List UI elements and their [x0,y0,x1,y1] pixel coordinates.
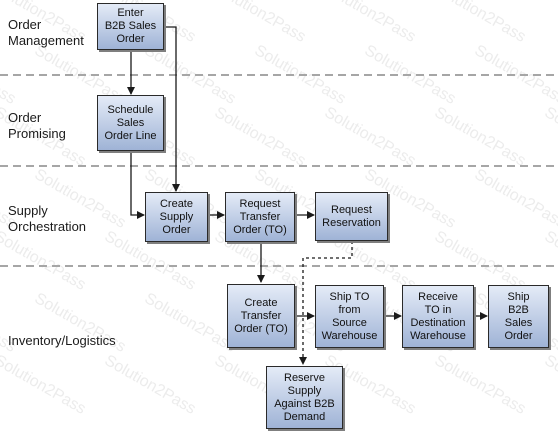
step-request-transfer-order: Request Transfer Order (TO) [225,192,295,242]
step-receive-to-in-destination: Receive TO in Destination Warehouse [402,285,474,348]
step-ship-b2b-sales-order: Ship B2B Sales Order [488,285,549,348]
arrow-reservation-to-reserve-supply [299,241,353,365]
step-reserve-supply-against-demand: Reserve Supply Against B2B Demand [266,366,343,429]
step-create-supply-order: Create Supply Order [145,192,208,242]
lane-label-supply-orchestration: Supply Orchestration [8,203,87,234]
lane-label-order-promising: Order Promising [8,110,66,141]
step-request-reservation: Request Reservation [315,192,388,241]
arrow-schedule-to-create-supply [130,151,145,219]
step-create-transfer-order: Create Transfer Order (TO) [227,284,295,348]
step-enter-b2b-sales-order: Enter B2B Sales Order [97,3,164,50]
step-ship-to-from-source: Ship TO from Source Warehouse [315,285,384,348]
arrow-enter-to-create-supply [164,26,180,192]
step-schedule-sales-order-line: Schedule Sales Order Line [97,95,164,151]
lane-label-inventory-logistics: Inventory/Logistics [8,333,116,348]
lane-label-order-management: Order Management [8,17,84,48]
